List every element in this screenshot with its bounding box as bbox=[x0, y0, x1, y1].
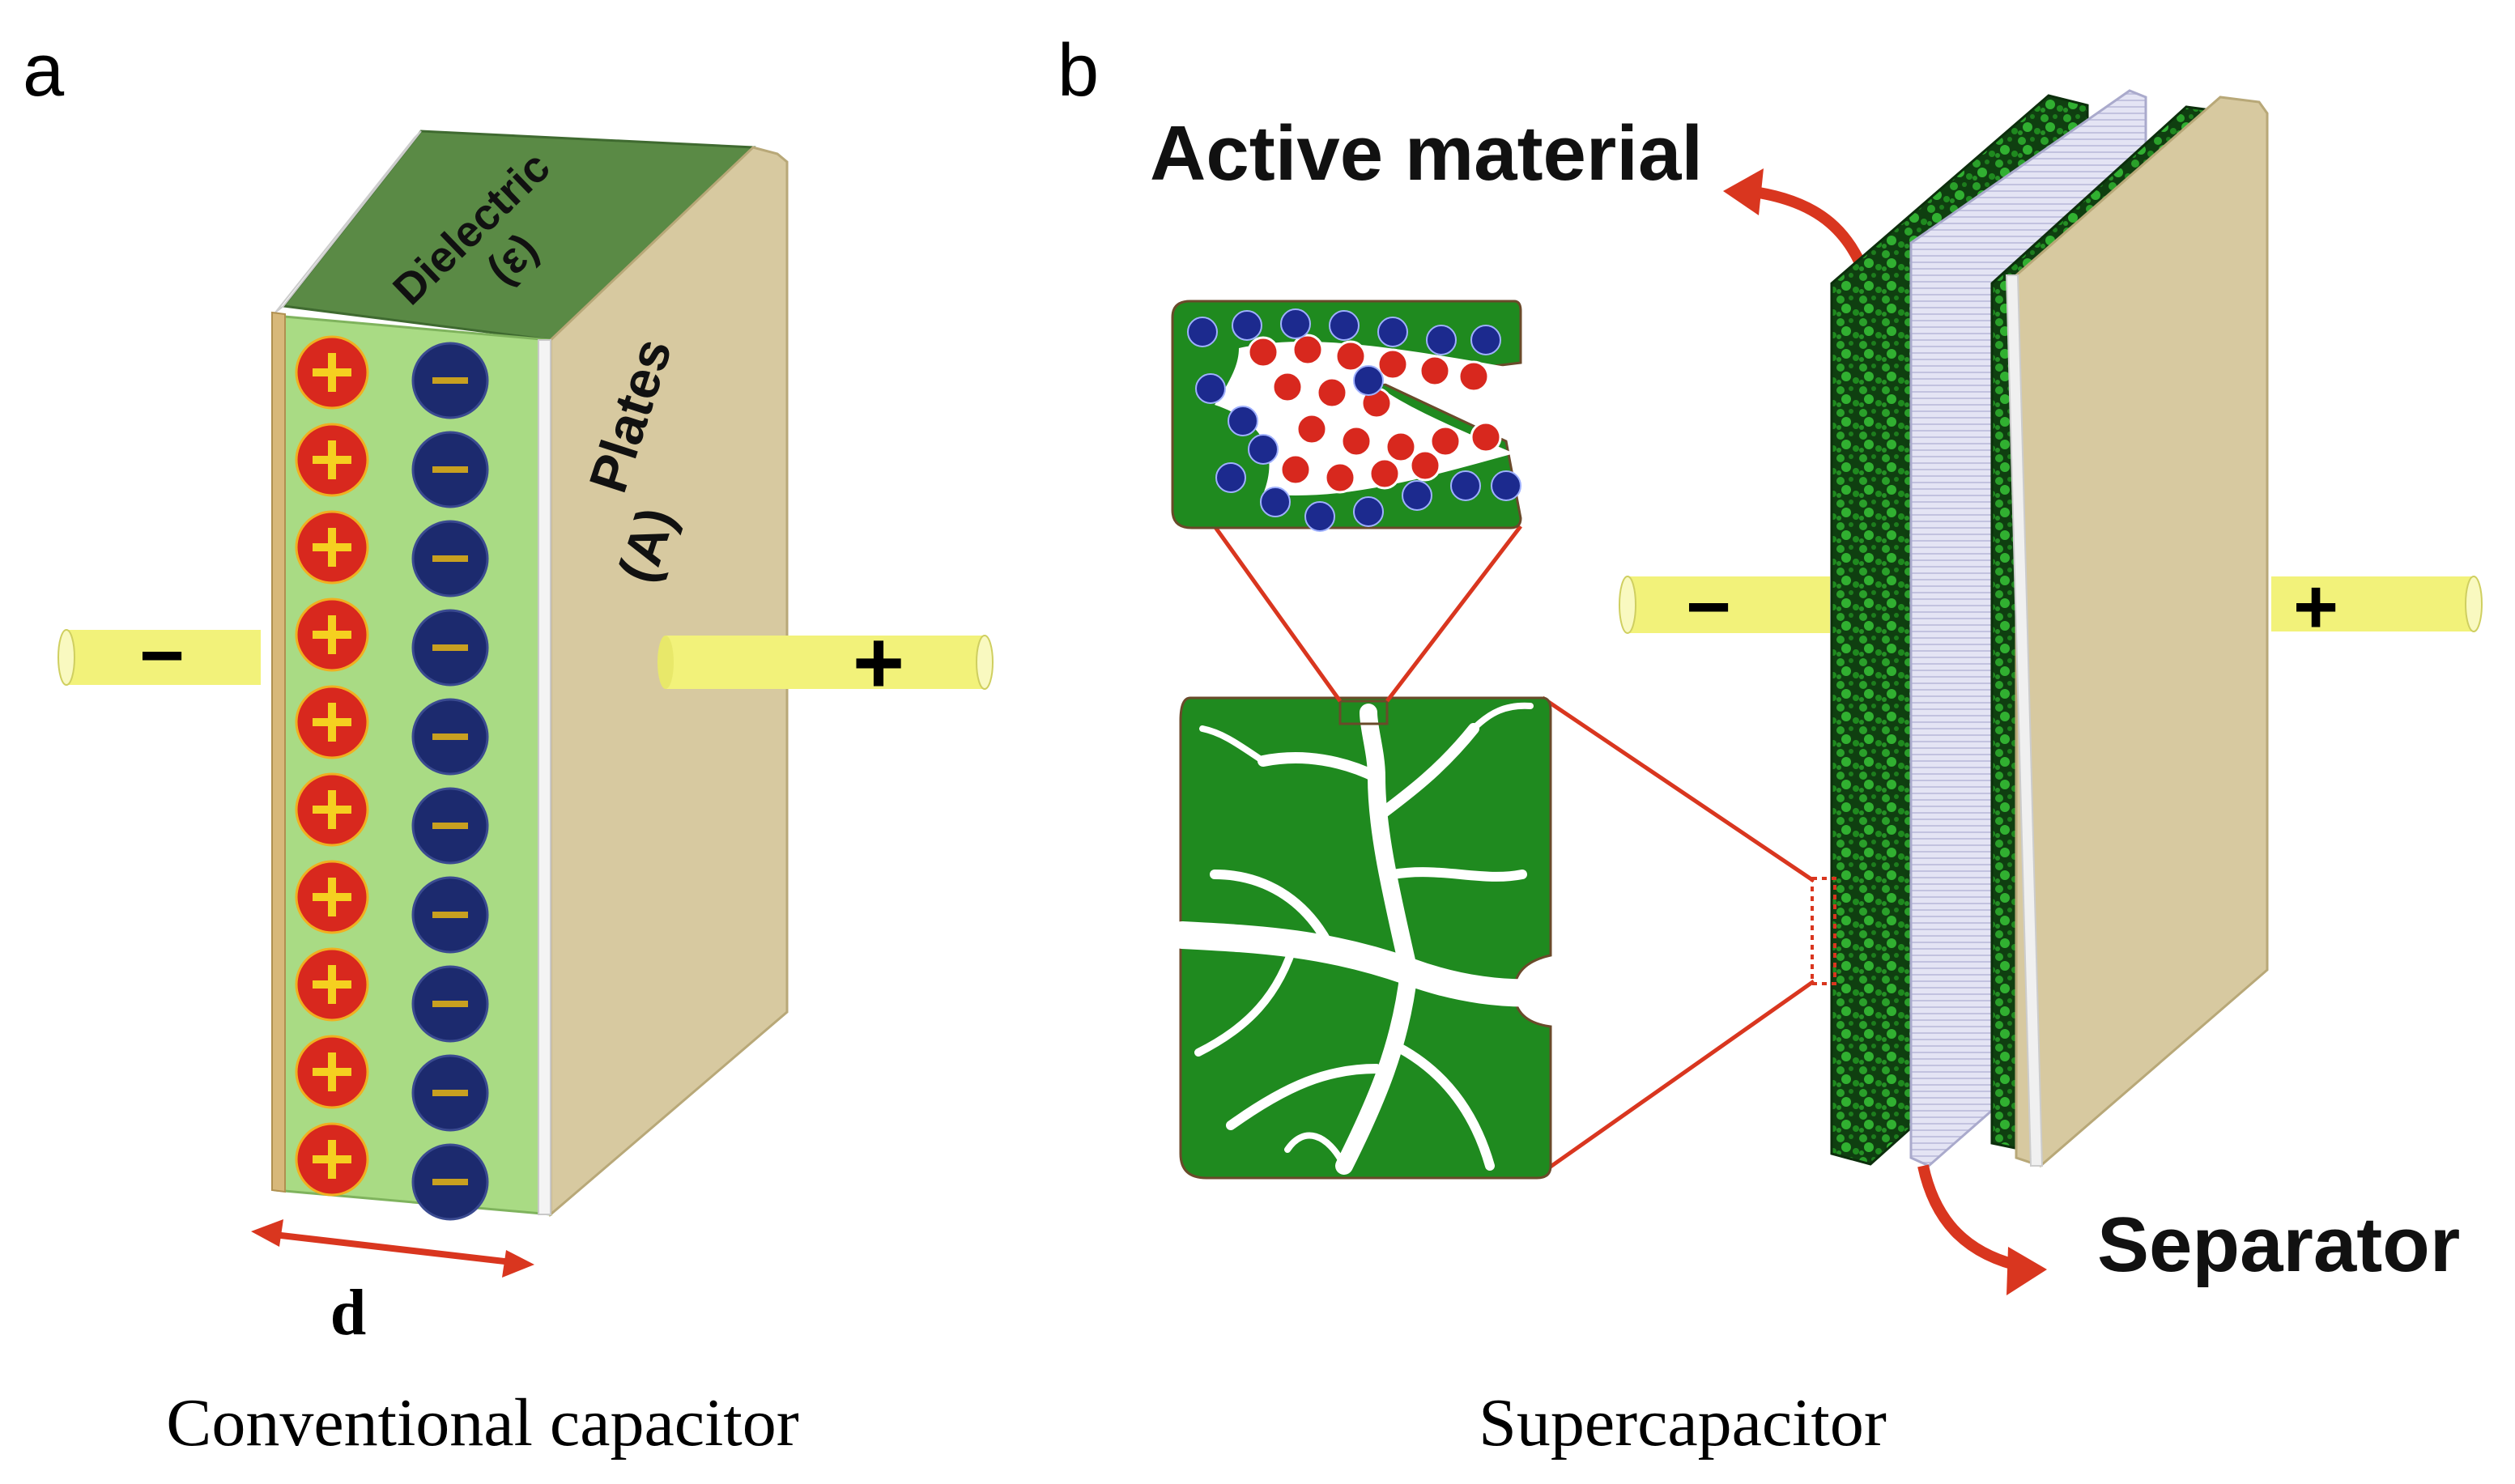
anion-icon bbox=[1280, 308, 1311, 339]
positive-charge-icon bbox=[295, 860, 369, 934]
porous-material-inset bbox=[1168, 696, 1564, 1180]
panel-a: a − Dielectric (ε) Plates (A) bbox=[23, 29, 994, 1461]
anion-icon bbox=[1353, 365, 1384, 396]
negative-charge-icon bbox=[411, 431, 489, 508]
anion-icon bbox=[1402, 480, 1432, 511]
separator-label: Separator bbox=[2097, 1201, 2460, 1288]
cation-icon bbox=[1340, 425, 1372, 457]
distance-arrow bbox=[266, 1231, 519, 1266]
anion-icon bbox=[1491, 470, 1521, 501]
anion-icon bbox=[1232, 310, 1262, 341]
negative-charge-icon bbox=[411, 787, 489, 865]
distance-label: d bbox=[330, 1278, 367, 1349]
cation-icon bbox=[1368, 457, 1401, 490]
cation-icon bbox=[1470, 421, 1502, 453]
anion-icon bbox=[1329, 310, 1360, 341]
negative-terminal-b-sign: − bbox=[1686, 563, 1731, 650]
positive-terminal-b: + bbox=[2271, 563, 2483, 650]
cation-icon bbox=[1419, 355, 1451, 387]
anion-icon bbox=[1228, 406, 1258, 436]
negative-charge-icon bbox=[411, 965, 489, 1043]
panel-a-letter: a bbox=[23, 29, 65, 112]
cation-icon bbox=[1292, 334, 1324, 366]
cation-icon bbox=[1429, 425, 1462, 457]
positive-terminal-a: + bbox=[657, 613, 994, 712]
active-material-label: Active material bbox=[1150, 110, 1703, 197]
positive-charge-icon bbox=[295, 510, 369, 585]
cation-icon bbox=[1279, 453, 1312, 486]
cation-icon bbox=[1316, 376, 1348, 409]
positive-charge-icon bbox=[295, 685, 369, 759]
positive-charge-icon bbox=[295, 1122, 369, 1197]
cation-icon bbox=[1324, 461, 1356, 494]
negative-charge-icon bbox=[411, 876, 489, 954]
negative-terminal-a-sign: − bbox=[139, 612, 185, 699]
anion-icon bbox=[1248, 434, 1279, 465]
panel-b-letter: b bbox=[1057, 29, 1099, 112]
cation-icon bbox=[1377, 348, 1409, 381]
caption-b: Supercapacitor bbox=[1479, 1385, 1887, 1461]
anion-icon bbox=[1450, 470, 1481, 501]
cation-icon bbox=[1334, 340, 1367, 372]
positive-charge-icon bbox=[295, 947, 369, 1022]
positive-charge-icon bbox=[295, 597, 369, 672]
cation-icon bbox=[1385, 431, 1417, 463]
cation-icon bbox=[1271, 371, 1304, 403]
positive-charge-icon bbox=[295, 772, 369, 847]
positive-charge-icon bbox=[295, 1035, 369, 1109]
anion-icon bbox=[1260, 487, 1291, 517]
cation-icon bbox=[1458, 360, 1490, 393]
negative-charge-icon bbox=[411, 342, 489, 419]
separator-arrow bbox=[1917, 1164, 2026, 1273]
negative-charge-icon bbox=[411, 609, 489, 687]
positive-charges bbox=[295, 335, 369, 1197]
positive-charge-icon bbox=[295, 335, 369, 410]
anion-icon bbox=[1195, 373, 1226, 404]
negative-charge-icon bbox=[411, 1143, 489, 1221]
negative-charge-icon bbox=[411, 698, 489, 776]
anion-icon bbox=[1215, 462, 1246, 493]
pore-ions-inset bbox=[1171, 300, 1522, 532]
negative-charges bbox=[411, 342, 489, 1221]
positive-terminal-a-sign: + bbox=[853, 613, 904, 712]
anion-icon bbox=[1353, 496, 1384, 527]
anion-icon bbox=[1377, 317, 1408, 347]
negative-charge-icon bbox=[411, 520, 489, 597]
caption-a: Conventional capacitor bbox=[166, 1385, 798, 1461]
positive-terminal-b-sign: + bbox=[2293, 563, 2338, 650]
negative-terminal-a: − bbox=[57, 612, 261, 699]
negative-charge-icon bbox=[411, 1054, 489, 1132]
anion-icon bbox=[1470, 325, 1501, 355]
anion-icon bbox=[1304, 501, 1335, 532]
cation-icon bbox=[1247, 336, 1279, 368]
cation-icon bbox=[1296, 413, 1328, 445]
positive-charge-icon bbox=[295, 423, 369, 497]
panel-b: b Active material − + bbox=[1057, 29, 2483, 1461]
plate-right-b bbox=[2015, 96, 2269, 1167]
zoom-source-box bbox=[1811, 877, 1836, 985]
cation-icon bbox=[1409, 449, 1441, 482]
anion-icon bbox=[1426, 325, 1457, 355]
anion-icon bbox=[1187, 317, 1218, 347]
negative-terminal-b: − bbox=[1619, 563, 1830, 650]
